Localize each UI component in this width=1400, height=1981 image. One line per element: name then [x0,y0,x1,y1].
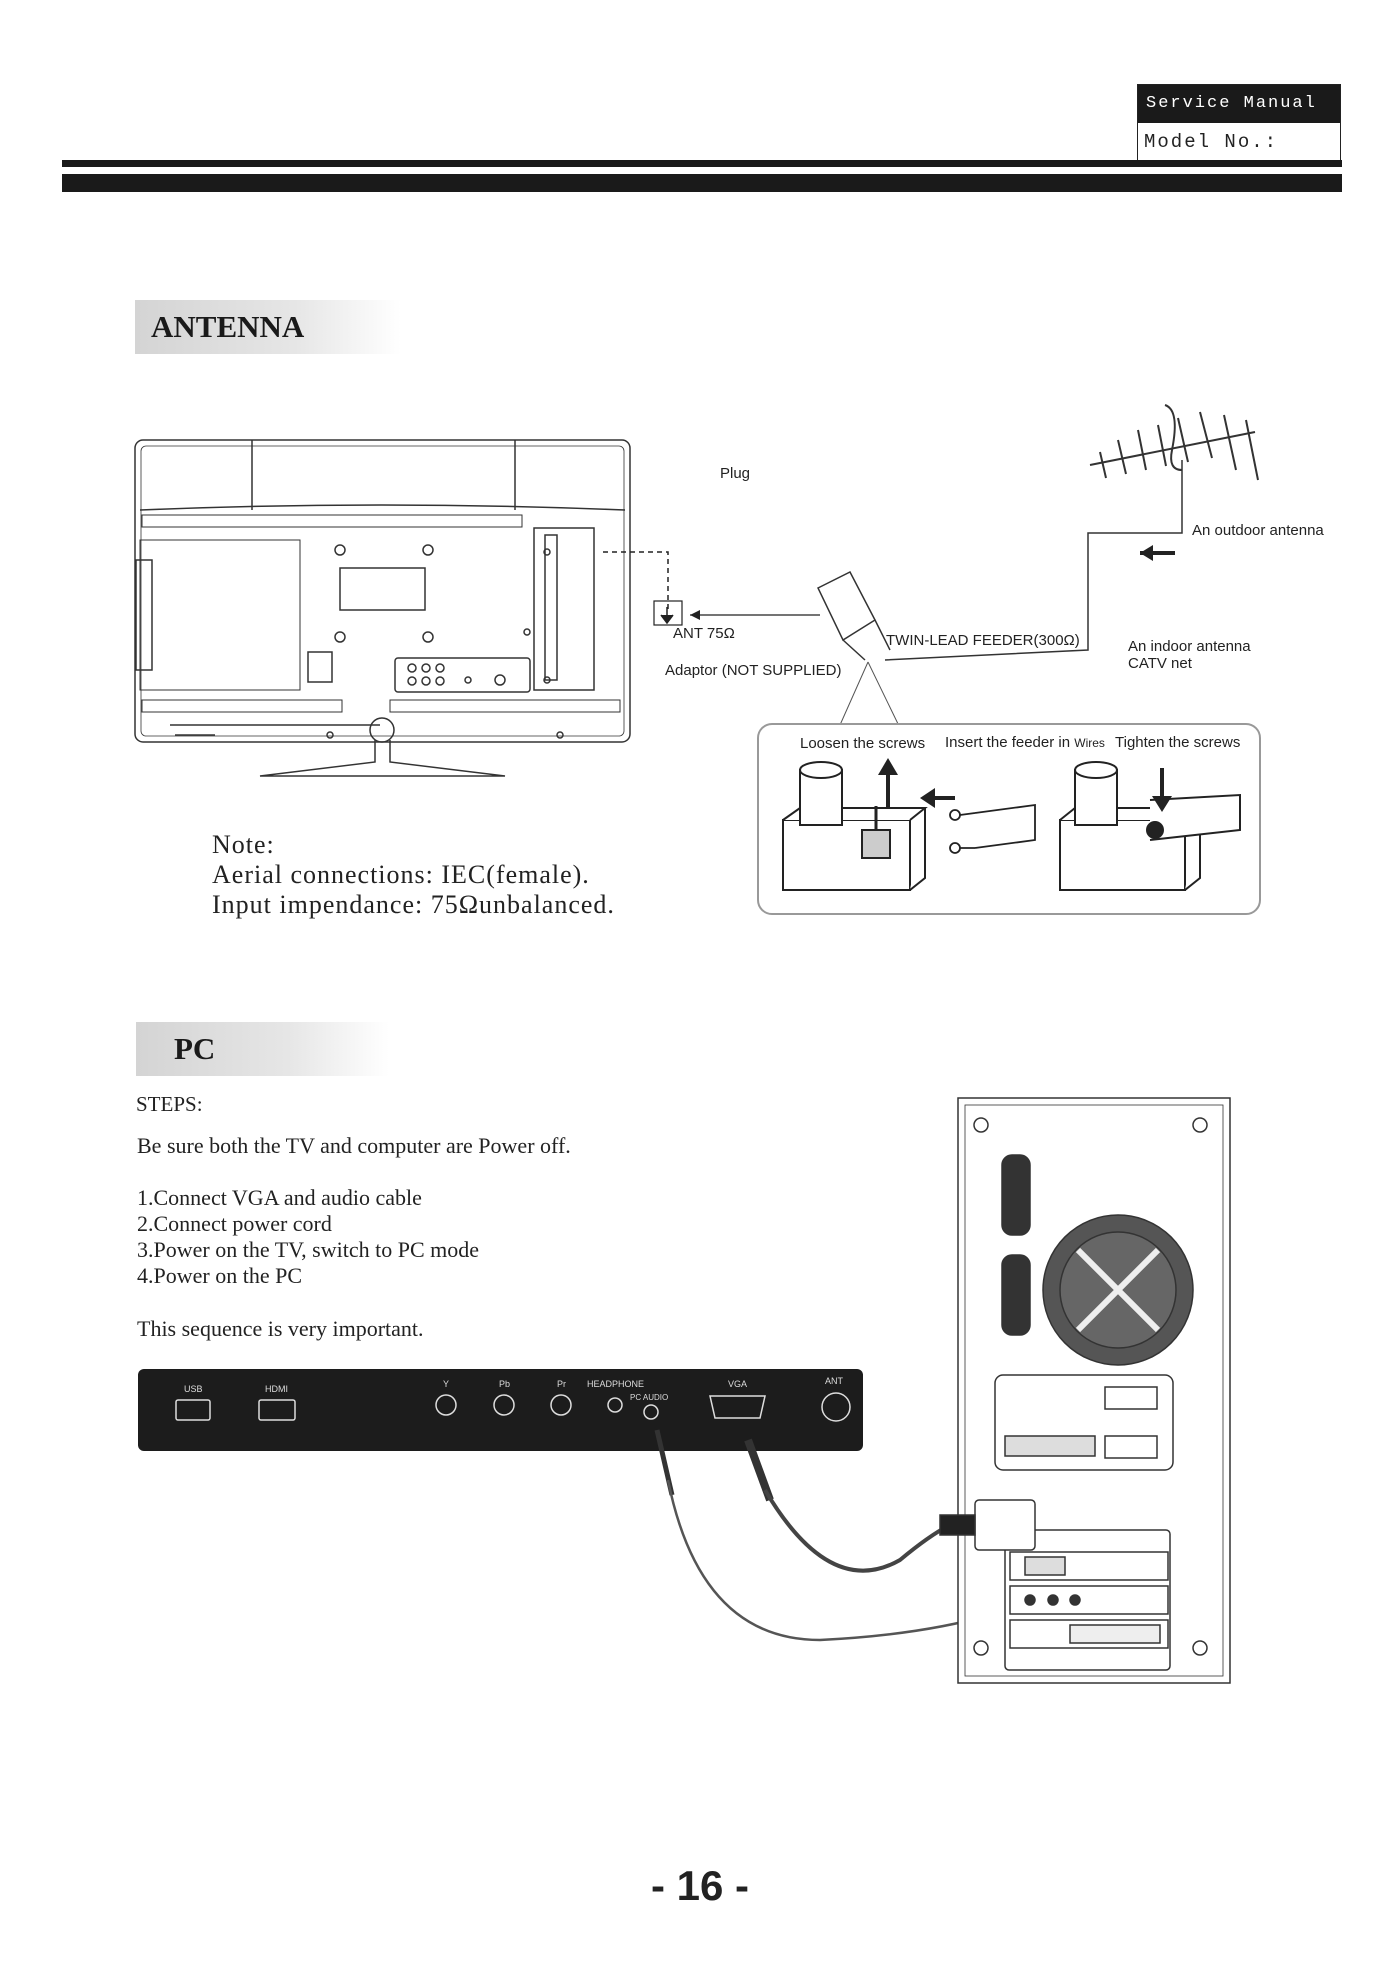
ant-label: ANT [825,1376,843,1386]
pr-label: Pr [557,1379,566,1389]
pc-section-title: PC [136,1022,389,1076]
pc-audio-label: PC AUDIO [630,1393,669,1402]
antenna-section-title: ANTENNA [135,300,401,354]
ant-port-icon [821,1392,851,1422]
twin-lead-wire [884,460,1183,661]
headphone-port-icon [607,1397,623,1413]
plug-illustration [817,570,891,661]
ant-75-label: ANT 75Ω [673,625,735,642]
pc-audio-port-icon [643,1404,659,1420]
usb-port-icon [175,1399,211,1421]
y-label: Y [443,1379,450,1389]
usb-label: USB [184,1384,203,1394]
step-3: 3.Power on the TV, switch to PC mode [137,1237,480,1262]
insert-feeder-label: Insert the feeder in Wires [945,734,1105,751]
page-number: - 16 - [650,1862,750,1909]
indoor-antenna-label: An indoor antenna [1128,638,1251,655]
tighten-screws-label: Tighten the screws [1115,734,1241,751]
outdoor-antenna-icon [1089,404,1259,481]
step-4: 4.Power on the PC [137,1263,302,1288]
pb-port-icon [493,1394,515,1416]
note-input-impedance: Input impendance: 75Ωunbalanced. [212,890,615,919]
vga-label: VGA [728,1379,748,1389]
note-aerial-connections: Aerial connections: IEC(female). [212,860,590,889]
hdmi-port-icon [258,1399,296,1421]
service-manual-label: Service Manual [1138,85,1340,123]
hdmi-label: HDMI [265,1384,288,1394]
vga-port-icon [709,1395,766,1419]
pr-port-icon [550,1394,572,1416]
y-port-icon [435,1394,457,1416]
antenna-note: Note: Aerial connections: IEC(female). I… [212,830,615,920]
dashed-connection-line [603,551,669,610]
feeder-wires [949,803,1036,854]
headphone-label: HEADPHONE [587,1379,645,1389]
pc-tower-illustration [939,1097,1231,1684]
catv-net-label: CATV net [1128,655,1192,672]
pb-label: Pb [499,1379,511,1389]
header-rule-thick [62,174,1342,192]
loosen-screws-label: Loosen the screws [800,735,926,752]
terminal-block-right [1059,761,1241,891]
adaptor-label: Adaptor (NOT SUPPLIED) [665,662,842,679]
step-2: 2.Connect power cord [137,1211,332,1236]
vga-cable [763,1488,951,1573]
ant-port-box [653,600,683,626]
steps-label: STEPS: [136,1092,203,1116]
audio-cable [666,1479,991,1642]
tv-connector-panel [138,1369,863,1451]
terminal-block-left [782,761,928,891]
steps-list: 1.Connect VGA and audio cable 2.Connect … [137,1185,479,1289]
power-off-instruction: Be sure both the TV and computer are Pow… [137,1133,571,1158]
outdoor-antenna-label: An outdoor antenna [1192,522,1324,539]
header-rule-thin [62,160,1342,167]
header-box: Service Manual Model No.: [1137,84,1341,162]
sequence-note: This sequence is very important. [137,1316,424,1341]
step-1: 1.Connect VGA and audio cable [137,1185,422,1210]
plug-label: Plug [720,465,751,482]
twin-lead-feeder-label: TWIN-LEAD FEEDER(300Ω) [886,632,1080,649]
model-number-label: Model No.: [1144,131,1279,153]
tv-back-illustration [134,439,631,777]
note-heading: Note: [212,830,275,859]
